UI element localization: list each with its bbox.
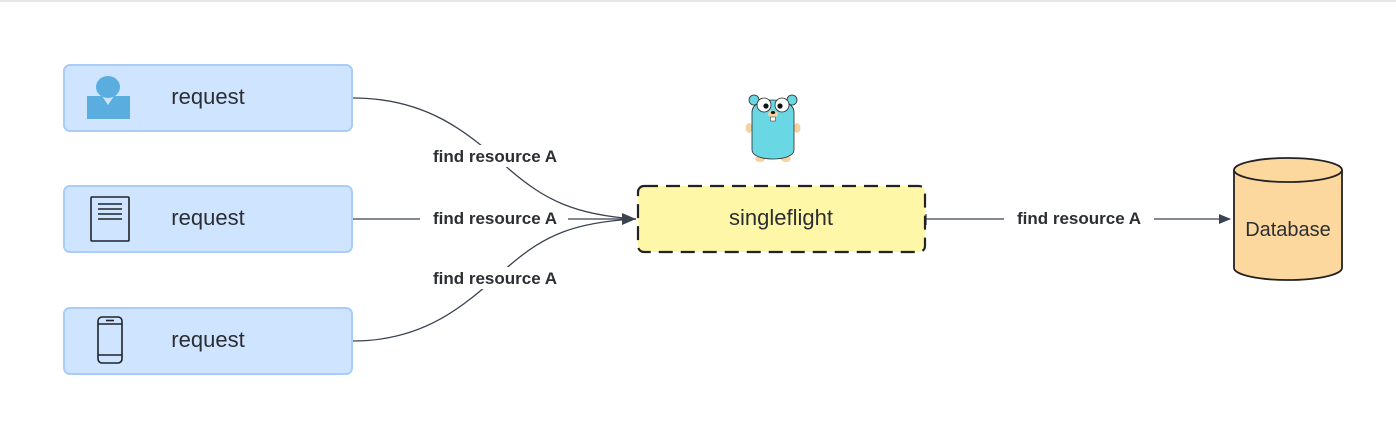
request-node-2[interactable]: request — [63, 185, 353, 253]
singleflight-label: singleflight — [729, 205, 833, 230]
edge-label-1: find resource A — [420, 145, 570, 167]
top-border — [0, 0, 1396, 2]
edge-label-1-text: find resource A — [433, 147, 557, 166]
connector-request-1-to-singleflight[interactable] — [352, 97, 637, 220]
edge-label-4-text: find resource A — [1017, 209, 1141, 228]
request-node-2-label: request — [171, 205, 244, 230]
database-node[interactable]: Database — [1233, 157, 1343, 281]
user-icon — [87, 76, 130, 119]
document-icon — [90, 196, 130, 242]
mobile-phone-icon — [97, 316, 123, 364]
edge-label-4: find resource A — [1004, 207, 1154, 229]
request-node-1-label: request — [171, 84, 244, 109]
singleflight-node[interactable]: singleflight — [636, 184, 927, 254]
connector-request-3-to-singleflight[interactable] — [352, 218, 637, 342]
arrowhead-into-singleflight — [622, 213, 636, 225]
request-node-1[interactable]: request — [63, 64, 353, 132]
edge-label-2: find resource A — [420, 207, 568, 229]
request-node-3-label: request — [171, 327, 244, 352]
edge-label-3-text: find resource A — [433, 269, 557, 288]
database-label: Database — [1245, 219, 1331, 241]
request-node-3[interactable]: request — [63, 307, 353, 375]
go-gopher-icon — [745, 94, 801, 162]
edge-label-3: find resource A — [420, 267, 570, 289]
edge-label-2-text: find resource A — [433, 209, 557, 228]
